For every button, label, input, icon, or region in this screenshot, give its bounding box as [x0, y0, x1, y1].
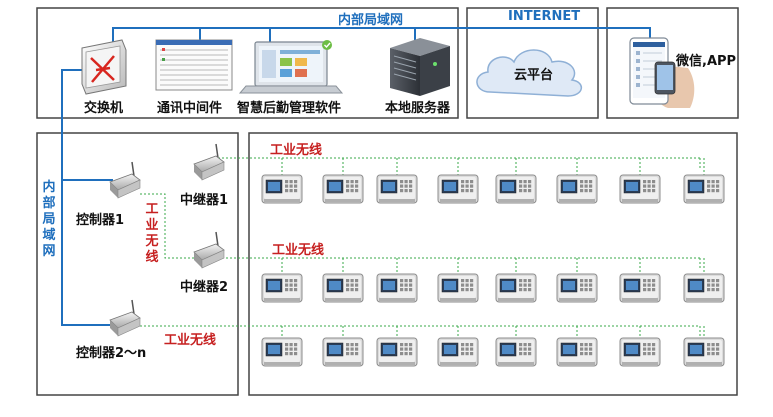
wireless-label-row2: 工业无线 [272, 243, 325, 258]
terminal-device-icon [261, 337, 303, 367]
repeater1-label: 中继器1 [180, 193, 229, 208]
terminal-device-icon [495, 273, 537, 303]
server-label: 本地服务器 [385, 101, 451, 116]
middleware-label: 通讯中间件 [157, 101, 223, 116]
middleware-window-icon [155, 39, 233, 91]
internet-label: INTERNET [508, 9, 581, 24]
repeater1-icon [193, 143, 225, 181]
wireless-lines [140, 157, 701, 336]
wireless-label-row1: 工业无线 [270, 143, 323, 158]
terminal-device-icon [322, 273, 364, 303]
mobile-frame [606, 7, 739, 119]
switch-label: 交换机 [84, 101, 124, 116]
terminal-device-icon [683, 174, 725, 204]
terminal-device-icon [556, 174, 598, 204]
repeater2-icon [193, 231, 225, 269]
terminal-device-icon [619, 337, 661, 367]
controller-n-icon [109, 299, 141, 337]
terminal-device-icon [683, 273, 725, 303]
terminal-device-icon [437, 174, 479, 204]
terminal-device-icon [322, 337, 364, 367]
wireless-vertical-label: 工业无线 [145, 202, 159, 265]
lan-lines [61, 27, 651, 326]
terminal-device-icon [556, 273, 598, 303]
terminal-frame [248, 132, 738, 396]
cloud-icon [476, 49, 582, 97]
controller1-icon [109, 161, 141, 199]
controller-frame [36, 132, 239, 396]
laptop-icon [238, 40, 344, 94]
terminal-device-icon [619, 273, 661, 303]
software-label: 智慧后勤管理软件 [237, 101, 342, 116]
phone-icon [629, 37, 695, 108]
terminal-grid [261, 174, 725, 367]
cloud-label: 云平台 [514, 68, 554, 83]
terminal-device-icon [437, 273, 479, 303]
terminal-device-icon [261, 174, 303, 204]
lan-vertical-label: 内部局域网 [42, 180, 56, 259]
terminal-device-icon [376, 174, 418, 204]
terminal-device-icon [261, 273, 303, 303]
terminal-device-icon [322, 174, 364, 204]
terminal-device-icon [376, 273, 418, 303]
terminal-device-icon [556, 337, 598, 367]
terminal-device-icon [619, 174, 661, 204]
controller1-label: 控制器1 [76, 213, 125, 228]
wireless-label-row3: 工业无线 [164, 333, 217, 348]
controller-n-label: 控制器2～n [76, 346, 147, 361]
switch-icon [81, 39, 127, 95]
wireless-drops [281, 158, 705, 338]
terminal-device-icon [437, 337, 479, 367]
repeater2-label: 中继器2 [180, 280, 229, 295]
internal-lan-label: 内部局域网 [338, 13, 404, 28]
terminal-device-icon [376, 337, 418, 367]
mobile-label: 微信,APP [676, 54, 737, 69]
terminal-device-icon [495, 174, 537, 204]
terminal-device-icon [495, 337, 537, 367]
server-icon [390, 38, 450, 96]
terminal-device-icon [683, 337, 725, 367]
internet-frame [466, 7, 599, 119]
lan-frame [36, 7, 459, 119]
